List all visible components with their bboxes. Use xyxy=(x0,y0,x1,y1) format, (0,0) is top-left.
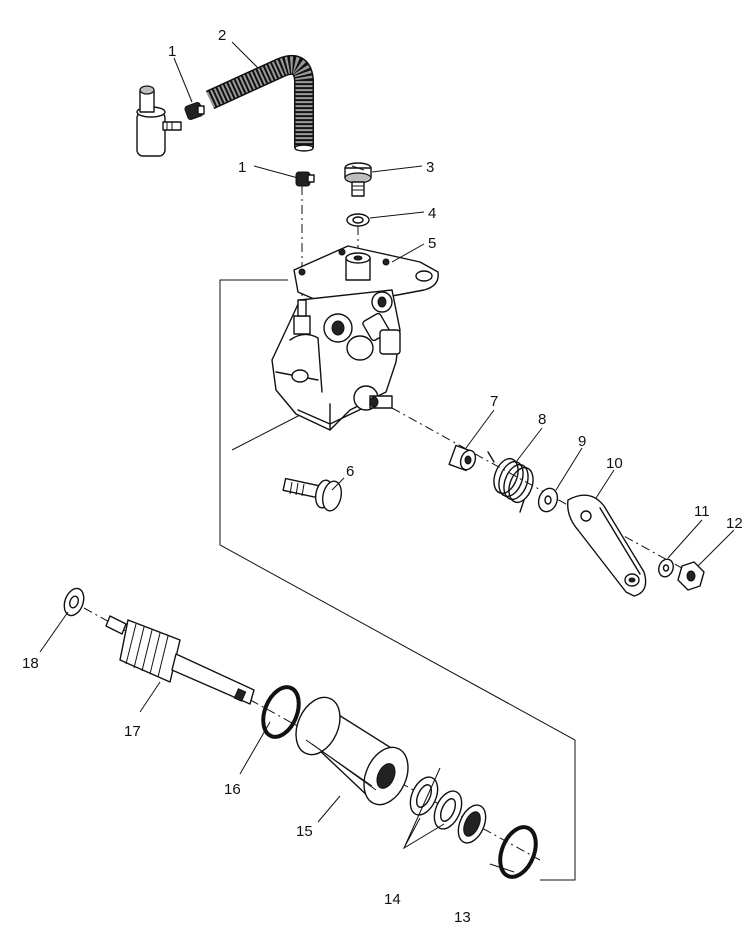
callout-14-shims: 14 xyxy=(384,891,401,908)
o-ring-13 xyxy=(498,825,538,879)
callout-9-washer: 9 xyxy=(578,433,586,450)
lever-washer xyxy=(658,558,674,578)
shim-washers xyxy=(409,776,487,844)
oil-hose xyxy=(205,55,314,152)
callout-5-pump: 5 xyxy=(428,235,436,252)
inlet-fitting xyxy=(136,85,182,157)
callout-7-bushing: 7 xyxy=(490,393,498,410)
drive-gear-shaft xyxy=(105,615,255,705)
return-spring xyxy=(487,451,534,513)
callout-17-gear-shaft: 17 xyxy=(124,723,141,740)
hose-clamp-lower xyxy=(295,171,315,187)
callout-8-spring: 8 xyxy=(538,411,546,428)
callout-13-o-ring: 13 xyxy=(454,909,471,926)
screw-washer xyxy=(346,213,370,227)
o-ring-16 xyxy=(261,685,301,739)
callout-1-lower-clamp: 1 xyxy=(238,159,246,176)
callout-18-thrust-washer: 18 xyxy=(22,655,39,672)
assembly-frame xyxy=(219,279,576,881)
oil-pump-body xyxy=(271,245,439,431)
callout-10-lever: 10 xyxy=(606,455,623,472)
callout-labels: 1 2 1 3 4 5 6 7 8 9 10 11 12 13 14 15 16… xyxy=(22,27,743,926)
callout-1-upper-clamp: 1 xyxy=(168,43,176,60)
shaft-bushing xyxy=(448,444,477,472)
callout-3-bleed-screw: 3 xyxy=(426,159,434,176)
mounting-bolt xyxy=(282,477,343,512)
callout-16-o-ring: 16 xyxy=(224,781,241,798)
callout-2-hose: 2 xyxy=(218,27,226,44)
control-lever xyxy=(567,494,647,597)
bleed-screw xyxy=(344,162,372,197)
thrust-washer xyxy=(63,587,85,617)
callout-6-bolt: 6 xyxy=(346,463,354,480)
hose-clamp-upper xyxy=(184,102,205,120)
lever-nut xyxy=(677,561,705,591)
callout-12-nut: 12 xyxy=(726,515,743,532)
leader-lines xyxy=(39,41,735,873)
pump-sleeve xyxy=(295,696,409,806)
callout-15-sleeve: 15 xyxy=(296,823,313,840)
callout-4-washer: 4 xyxy=(428,205,436,222)
spring-washer xyxy=(537,487,559,513)
callout-11-washer: 11 xyxy=(694,503,710,520)
